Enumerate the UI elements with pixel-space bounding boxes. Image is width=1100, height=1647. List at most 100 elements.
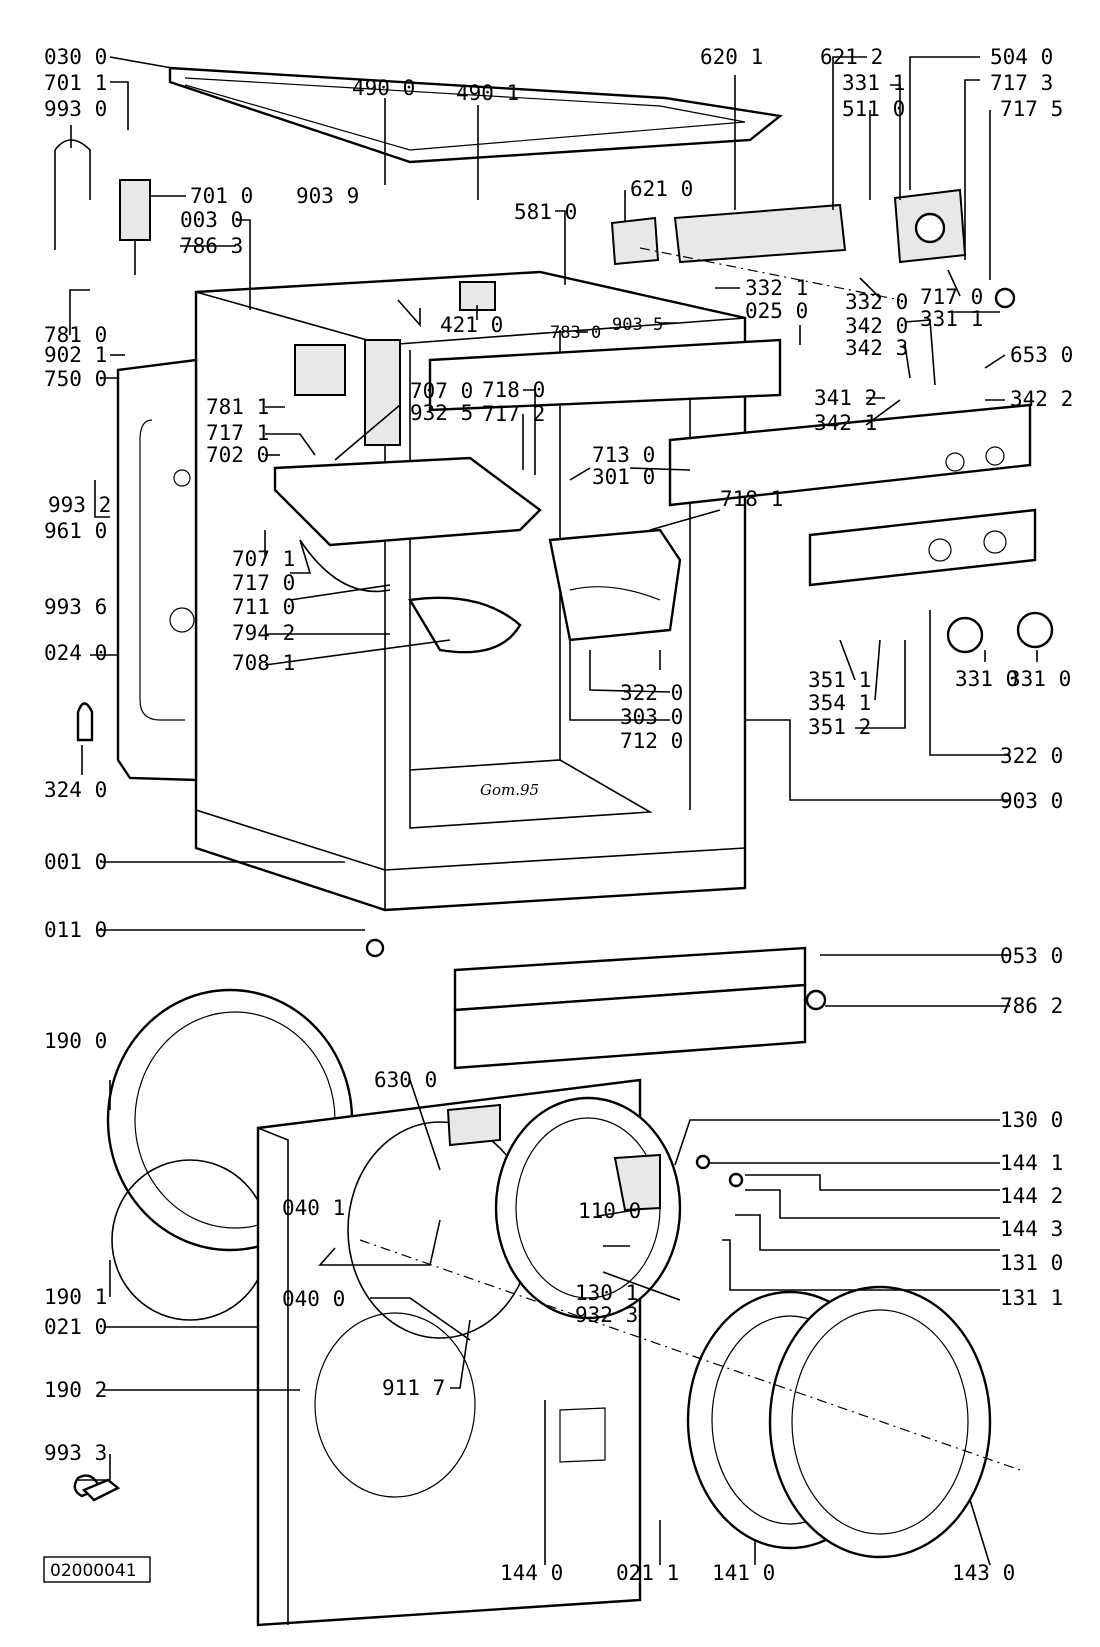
- document-number: 02000041: [50, 1561, 137, 1581]
- callout-342-2: 342 2: [1010, 387, 1073, 411]
- callout-421-0: 421 0: [440, 313, 503, 337]
- callout-621-2: 621 2: [820, 45, 883, 69]
- callout-993-6: 993 6: [44, 595, 107, 619]
- callout-324-0: 324 0: [44, 778, 107, 802]
- document-number-box: 02000041: [43, 1556, 151, 1583]
- callout-021-0: 021 0: [44, 1315, 107, 1339]
- callout-707-0: 707 0: [410, 379, 473, 403]
- callout-718-1: 718 1: [720, 487, 783, 511]
- callout-630-0: 630 0: [374, 1068, 437, 1092]
- callout-713-0: 713 0: [592, 443, 655, 467]
- callout-993-0: 993 0: [44, 97, 107, 121]
- callout-342-0: 342 0: [845, 314, 908, 338]
- callout-490-1: 490 1: [456, 81, 519, 105]
- callout-490-0: 490 0: [352, 76, 415, 100]
- callout-786-2: 786 2: [1000, 994, 1063, 1018]
- control-panel: [428, 338, 1037, 587]
- callout-190-1: 190 1: [44, 1285, 107, 1309]
- callout-053-0: 053 0: [1000, 944, 1063, 968]
- callout-783-0: 783 0: [550, 323, 601, 343]
- axis-line-panel: [639, 247, 901, 301]
- callout-322-0-center: 322 0: [620, 681, 683, 705]
- callout-932-5: 932 5: [410, 401, 473, 425]
- callout-130-1: 130 1: [575, 1281, 638, 1305]
- callout-717-1: 717 1: [206, 421, 269, 445]
- callout-717-0-right: 717 0: [920, 285, 983, 309]
- top-cover: [168, 66, 783, 164]
- callout-303-0: 303 0: [620, 705, 683, 729]
- callout-011-0: 011 0: [44, 918, 107, 942]
- callout-143-0: 143 0: [952, 1561, 1015, 1585]
- callout-701-0: 701 0: [190, 184, 253, 208]
- callout-130-0: 130 0: [1000, 1108, 1063, 1132]
- callout-021-1: 021 1: [616, 1561, 679, 1585]
- callout-342-1: 342 1: [814, 411, 877, 435]
- callout-141-0: 141 0: [712, 1561, 775, 1585]
- callout-331-1-right: 331 1: [920, 307, 983, 331]
- callout-903-9: 903 9: [296, 184, 359, 208]
- callout-301-0: 301 0: [592, 465, 655, 489]
- callout-718-0: 718 0: [482, 378, 545, 402]
- callout-144-0: 144 0: [500, 1561, 563, 1585]
- callout-902-1: 902 1: [44, 343, 107, 367]
- callout-961-0: 961 0: [44, 519, 107, 543]
- callout-040-0: 040 0: [282, 1287, 345, 1311]
- callout-511-0: 511 0: [842, 97, 905, 121]
- inlet-valves: [54, 139, 496, 446]
- callout-786-3: 786 3: [180, 234, 243, 258]
- callout-701-1: 701 1: [44, 71, 107, 95]
- callout-001-0: 001 0: [44, 850, 107, 874]
- leader-lines: [69, 56, 1038, 1566]
- callout-351-1: 351 1: [808, 668, 871, 692]
- callout-621-0: 621 0: [630, 177, 693, 201]
- callout-717-0-left: 717 0: [232, 571, 295, 595]
- callout-025-0: 025 0: [745, 299, 808, 323]
- callout-322-0-right: 322 0: [1000, 744, 1063, 768]
- callout-144-1: 144 1: [1000, 1151, 1063, 1175]
- callout-702-0: 702 0: [206, 443, 269, 467]
- callout-003-0: 003 0: [180, 208, 243, 232]
- callout-144-2: 144 2: [1000, 1184, 1063, 1208]
- stamp-text: Gom.95: [480, 781, 539, 799]
- callout-717-3: 717 3: [990, 71, 1053, 95]
- callout-711-0: 711 0: [232, 595, 295, 619]
- callout-131-0: 131 0: [1000, 1251, 1063, 1275]
- callout-342-3: 342 3: [845, 336, 908, 360]
- callout-024-0: 024 0: [44, 641, 107, 665]
- callout-331-1-top: 331 1: [842, 71, 905, 95]
- callout-030-0: 030 0: [44, 45, 107, 69]
- side-panel: [116, 358, 198, 782]
- callout-750-0: 750 0: [44, 367, 107, 391]
- program-knobs: [946, 611, 1054, 654]
- callout-labels: 030 0 701 1 993 0 701 0 003 0 786 3 781 …: [44, 45, 1073, 1585]
- callout-190-0: 190 0: [44, 1029, 107, 1053]
- callout-144-3: 144 3: [1000, 1217, 1063, 1241]
- callout-331-0-right: 331 0: [1008, 667, 1071, 691]
- callout-332-0: 332 0: [845, 290, 908, 314]
- callout-504-0: 504 0: [990, 45, 1053, 69]
- callout-993-3: 993 3: [44, 1441, 107, 1465]
- callout-351-2: 351 2: [808, 715, 871, 739]
- door-glass: [686, 1285, 992, 1559]
- callout-717-5: 717 5: [1000, 97, 1063, 121]
- callout-110-0: 110 0: [578, 1199, 641, 1223]
- axis-line-door: [359, 1239, 1021, 1471]
- callout-190-2: 190 2: [44, 1378, 107, 1402]
- callout-903-5: 903 5: [612, 315, 663, 335]
- callout-781-0: 781 0: [44, 323, 107, 347]
- door-ring: [446, 1096, 682, 1320]
- callout-932-3: 932 3: [575, 1303, 638, 1327]
- detergent-housing: [273, 456, 682, 654]
- callout-708-1: 708 1: [232, 651, 295, 675]
- callout-354-1: 354 1: [808, 691, 871, 715]
- callout-331-0-left: 331 0: [955, 667, 1018, 691]
- callout-131-1: 131 1: [1000, 1286, 1063, 1310]
- callout-620-1: 620 1: [700, 45, 763, 69]
- callout-717-2: 717 2: [482, 402, 545, 426]
- callout-794-2: 794 2: [232, 621, 295, 645]
- callout-341-2: 341 2: [814, 386, 877, 410]
- callout-712-0: 712 0: [620, 729, 683, 753]
- callout-903-0: 903 0: [1000, 789, 1063, 813]
- plinth-panel: [453, 946, 807, 1070]
